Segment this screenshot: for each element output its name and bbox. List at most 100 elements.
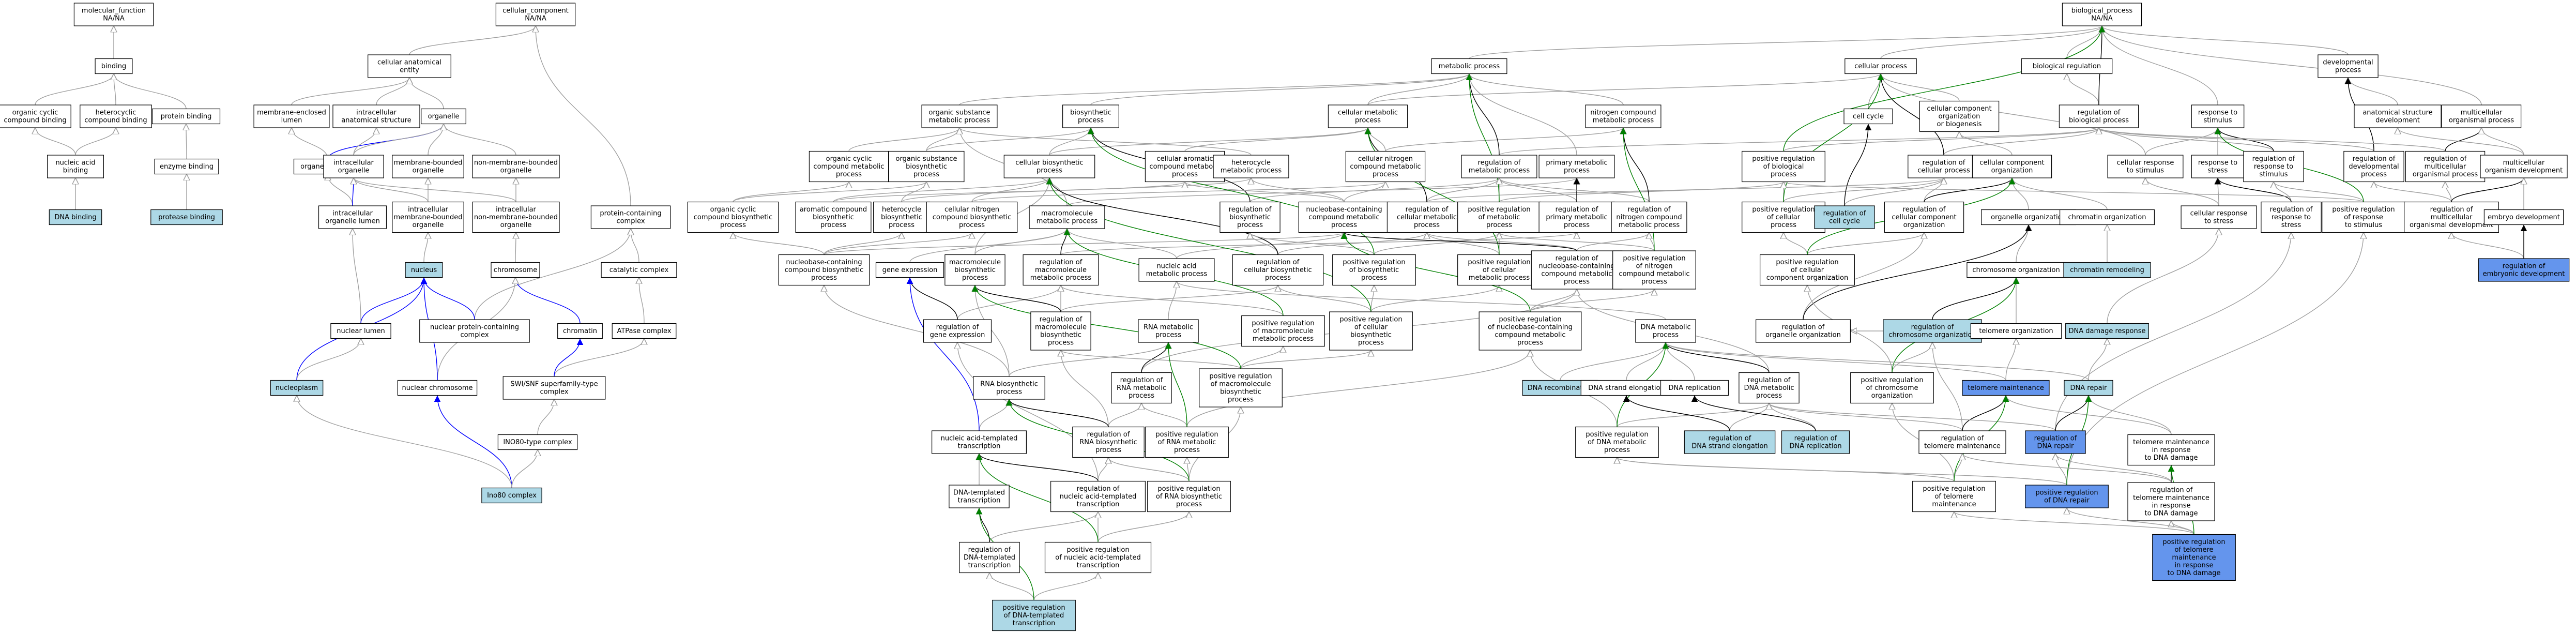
node-box bbox=[1843, 108, 1893, 125]
node-label-line: biological process bbox=[2069, 117, 2129, 125]
node-box bbox=[1232, 254, 1324, 286]
node-label-line: organization bbox=[1903, 221, 1945, 229]
node-label-line: organization bbox=[1871, 392, 1913, 400]
node-box bbox=[1111, 372, 1172, 404]
node-box bbox=[1199, 368, 1283, 408]
node-box bbox=[1072, 426, 1145, 458]
edge-is-a bbox=[1061, 350, 1241, 369]
edge-is-a bbox=[733, 181, 926, 203]
node-label-line: chromosome organization bbox=[1972, 266, 2060, 274]
node-box bbox=[472, 155, 560, 178]
node-label-line: to DNA damage bbox=[2144, 510, 2198, 518]
node-label-line: lumen bbox=[281, 117, 302, 125]
edge-is-a bbox=[1959, 131, 2013, 156]
edge-is-a bbox=[1240, 346, 1283, 369]
node-label-line: embryo development bbox=[2488, 214, 2560, 221]
node-bio-reg: biological regulation bbox=[2021, 58, 2113, 74]
node-label-line: nitrogen compound bbox=[1616, 214, 1682, 221]
edge-is-a bbox=[1061, 285, 1284, 316]
node-label-line: cellular biosynthetic bbox=[1015, 159, 1083, 167]
node-label-line: of DNA metabolic bbox=[1588, 439, 1647, 446]
node-label-line: intracellular bbox=[332, 210, 373, 218]
node-box bbox=[949, 485, 1010, 508]
node-label-line: positive regulation bbox=[1861, 376, 1923, 384]
node-label-line: transcription bbox=[1013, 620, 1056, 627]
edge-is-a bbox=[971, 181, 1385, 203]
node-label-line: of biosynthetic bbox=[1349, 266, 1399, 274]
node-label-line: positive regulation bbox=[1252, 320, 1314, 327]
node-label-line: stimulus bbox=[2203, 117, 2232, 125]
node-label-line: developmental bbox=[2323, 59, 2373, 67]
edge-is-a bbox=[1499, 127, 2099, 156]
node-label-line: process bbox=[1037, 167, 1062, 175]
node-label-line: membrane-bounded bbox=[393, 159, 462, 167]
edge-is-a bbox=[989, 511, 1098, 542]
node-box bbox=[590, 205, 671, 229]
node-label-line: organism development bbox=[2485, 167, 2563, 175]
node-label-line: anatomical structure bbox=[2362, 109, 2432, 117]
node-label-line: of nitrogen bbox=[1636, 263, 1672, 270]
node-label-line: transcription bbox=[1077, 501, 1120, 508]
node-label-line: NA/NA bbox=[525, 15, 546, 23]
node-label-line: organic cyclic bbox=[12, 109, 58, 117]
node-box bbox=[2021, 58, 2113, 74]
node-label-line: stimulus bbox=[2259, 171, 2288, 178]
node-label-line: organelle bbox=[500, 221, 532, 229]
edge-is-a bbox=[1469, 25, 2102, 59]
node-label-line: nucleic acid bbox=[1156, 263, 1196, 270]
node-label-line: process bbox=[1331, 221, 1357, 229]
node-label-line: organic cyclic bbox=[826, 155, 872, 163]
node-box bbox=[497, 434, 578, 450]
node-catalytic: catalytic complex bbox=[601, 262, 677, 278]
node-label-line: of DNA repair bbox=[2044, 497, 2090, 505]
edge-is-a bbox=[2089, 395, 2172, 435]
edge-is-a bbox=[2374, 182, 2452, 202]
edge-is-a bbox=[2102, 26, 2218, 106]
node-dna-rep: DNA replication bbox=[1660, 380, 1729, 396]
node-label-line: regulation of bbox=[1748, 376, 1791, 384]
node-label-line: process bbox=[1155, 331, 1181, 339]
edge-is-a bbox=[2348, 77, 2398, 106]
node-label-line: positive regulation bbox=[1066, 546, 1129, 554]
edge-is-a bbox=[1784, 181, 2364, 203]
node-box bbox=[1241, 315, 1325, 347]
node-label-line: regulation of bbox=[936, 324, 979, 331]
node-label-line: component organization bbox=[1766, 274, 1849, 282]
node-label-line: biosynthetic bbox=[906, 163, 947, 171]
node-box bbox=[1044, 541, 1152, 574]
edge-is-a bbox=[1367, 73, 1881, 106]
edge-is-a bbox=[833, 181, 1185, 203]
node-box bbox=[1461, 155, 1537, 178]
edge-is-a bbox=[1370, 285, 1499, 312]
node-label-line: to DNA damage bbox=[2144, 454, 2198, 462]
edge-is-a bbox=[1385, 127, 1623, 152]
node-label-line: nucleobase-containing bbox=[1538, 263, 1614, 270]
node-label-line: organismal process bbox=[2413, 171, 2478, 178]
node-label-line: RNA biosynthetic bbox=[1079, 439, 1137, 446]
node-label-line: positive regulation bbox=[1752, 206, 1815, 214]
edge-is-a bbox=[35, 73, 114, 106]
edge-is-a bbox=[1881, 74, 2146, 156]
node-label-line: DNA repair bbox=[2037, 443, 2075, 450]
node-label-line: organelle bbox=[500, 167, 532, 175]
node-box bbox=[959, 541, 1020, 574]
edge-regulates bbox=[1341, 232, 1577, 251]
node-label-line: metabolic process bbox=[1037, 218, 1098, 225]
node-label-line: biosynthetic bbox=[1350, 331, 1392, 339]
edge-is-a bbox=[1061, 350, 1109, 427]
node-box bbox=[1478, 311, 1582, 351]
node-box bbox=[1575, 426, 1659, 458]
node-label-line: chromatin bbox=[563, 327, 597, 335]
node-label-line: organismal development bbox=[2410, 221, 2493, 229]
node-label-line: gene expression bbox=[930, 331, 985, 339]
